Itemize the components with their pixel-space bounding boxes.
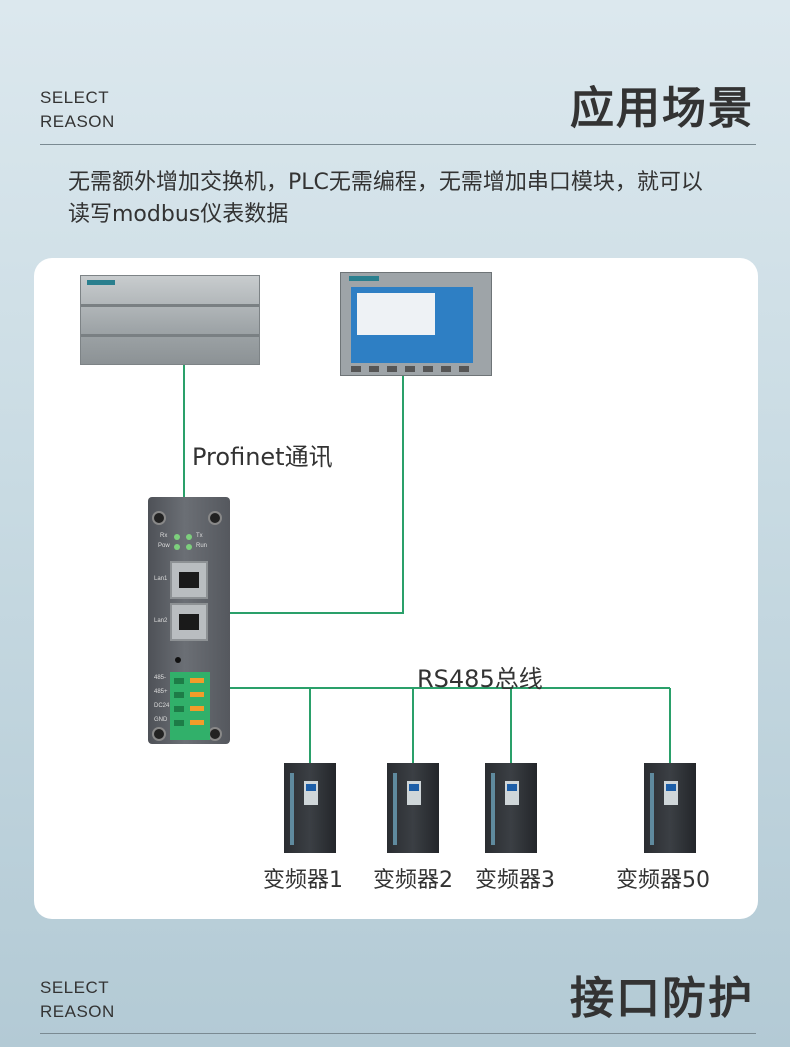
section-divider [40, 1033, 756, 1034]
led-label-run: Run [196, 543, 208, 549]
led-rx [174, 534, 180, 540]
terminal-label-gnd: GND [154, 717, 168, 723]
screw [208, 511, 222, 525]
terminal-label-485minus: 485- [154, 675, 167, 681]
port-label-lan1: Lan1 [154, 576, 168, 582]
plc-ridge [81, 304, 259, 307]
port-label-lan2: Lan2 [154, 618, 168, 624]
vfd-display [664, 781, 678, 805]
led-label-tx: Tx [196, 533, 203, 539]
section-title: 应用场景 [570, 83, 754, 134]
vfd-device-1 [284, 763, 336, 853]
led-label-pow: Pow [158, 543, 170, 549]
vfd-device-2 [387, 763, 439, 853]
vfd-display [407, 781, 421, 805]
ethernet-port-lan2 [170, 603, 208, 641]
terminal-latches [190, 678, 204, 734]
vfd-label-1: 变频器1 [263, 868, 343, 893]
section-label: SELECT REASON [40, 86, 115, 134]
plc-ridge [81, 334, 259, 337]
profinet-wire-hmi [198, 374, 404, 614]
vfd-stripe [393, 773, 397, 845]
screw [152, 727, 166, 741]
ethernet-port-lan1 [170, 561, 208, 599]
intro-text: 无需额外增加交换机，PLC无需编程，无需增加串口模块，就可以读写modbus仪表… [68, 170, 703, 227]
vfd-stripe [491, 773, 495, 845]
terminal-screws [174, 678, 184, 734]
hmi-screen [351, 287, 473, 363]
vfd-device-3 [485, 763, 537, 853]
section-label-line2: REASON [40, 1002, 115, 1021]
vfd-label-50: 变频器50 [616, 868, 710, 893]
vfd-display [304, 781, 318, 805]
led-label-rx: Rx [160, 533, 168, 539]
led-tx [186, 534, 192, 540]
vfd-device-50 [644, 763, 696, 853]
section-label-line1: SELECT [40, 978, 110, 997]
vfd-display [505, 781, 519, 805]
terminal-label-485plus: 485+ [154, 689, 168, 695]
vfd-label-2: 变频器2 [373, 868, 453, 893]
hmi-buttons [351, 366, 473, 372]
section-label-line1: SELECT [40, 88, 110, 107]
rs485-bus-label: RS485总线 [417, 665, 543, 693]
vfd-label-3: 变频器3 [475, 868, 555, 893]
vfd-stripe [650, 773, 654, 845]
profinet-label: Profinet通讯 [192, 443, 333, 471]
section-label: SELECT REASON [40, 976, 115, 1024]
led-pow [174, 544, 180, 550]
section-title: 接口防护 [570, 973, 754, 1024]
terminal-label-dc24: DC24 [154, 703, 170, 709]
hmi-trend-panel [357, 293, 435, 335]
reset-hole [175, 657, 181, 663]
plc-brand-mark [87, 280, 115, 285]
terminal-block [170, 672, 210, 740]
section-label-line2: REASON [40, 112, 115, 131]
plc-device [80, 275, 260, 365]
screw [152, 511, 166, 525]
section-divider [40, 144, 756, 145]
hmi-brand-mark [349, 276, 379, 281]
hmi-device [340, 272, 492, 376]
led-run [186, 544, 192, 550]
screw [208, 727, 222, 741]
gateway-device: Rx Tx Pow Run Lan1 Lan2 485- 485+ DC24 G… [148, 497, 230, 744]
vfd-stripe [290, 773, 294, 845]
